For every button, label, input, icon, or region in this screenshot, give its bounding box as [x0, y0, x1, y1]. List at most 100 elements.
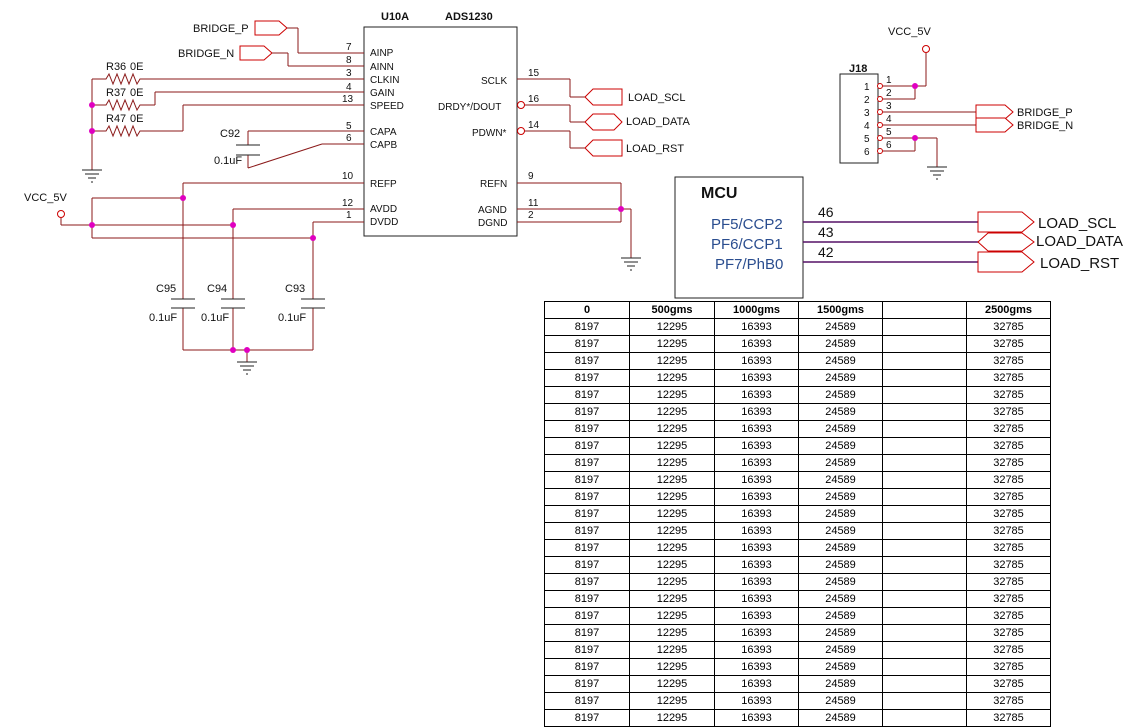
table-cell: 32785 [966, 352, 1051, 370]
table-cell: 32785 [966, 539, 1051, 557]
table-cell: 32785 [966, 403, 1051, 421]
table-cell: 16393 [714, 539, 799, 557]
table-cell: 16393 [714, 505, 799, 523]
table-cell [882, 658, 967, 676]
table-cell: 32785 [966, 335, 1051, 353]
capacitor-ref: C93 [285, 283, 305, 295]
mcu-body [674, 176, 804, 299]
junction-dot-icon [89, 222, 95, 228]
adc-chip: U10A ADS1230 7 AINP 8 AINN 3 CLKIN 4 GAI… [145, 11, 641, 271]
connector-pin-num: 6 [886, 140, 892, 151]
net-label-load-rst: LOAD_RST [626, 143, 684, 155]
table-cell: 24589 [798, 420, 883, 438]
junction-dot-icon [618, 206, 624, 212]
table-cell [882, 641, 967, 659]
table-cell: 8197 [544, 692, 630, 710]
mcu-net-label: LOAD_DATA [1036, 233, 1123, 250]
table-cell: 12295 [629, 692, 715, 710]
adc-pin-num: 5 [346, 121, 352, 132]
adc-pin-num: 6 [346, 133, 352, 144]
table-cell [882, 624, 967, 642]
table-cell: 8197 [544, 573, 630, 591]
junction-dot-icon [180, 195, 186, 201]
table-cell: 12295 [629, 352, 715, 370]
adc-output-ports: LOAD_SCL LOAD_DATA LOAD_RST [584, 88, 690, 157]
adc-pin-name: AINN [370, 62, 394, 73]
table-cell: 24589 [798, 318, 883, 336]
adc-pin-name: DGND [478, 218, 507, 229]
net-port-icon [977, 232, 1035, 252]
table-cell: 8197 [544, 624, 630, 642]
table-cell: 32785 [966, 386, 1051, 404]
table-cell: 12295 [629, 709, 715, 727]
adc-pin-num: 7 [346, 42, 352, 53]
connector-pin-num: 4 [886, 114, 892, 125]
resistor-ref: R47 [106, 113, 126, 125]
table-cell [882, 420, 967, 438]
table-cell: 32785 [966, 471, 1051, 489]
adc-pin-name: DRDY*/DOUT [438, 102, 501, 113]
adc-pin-num: 13 [342, 94, 354, 105]
capacitor-value: 0.1uF [278, 312, 306, 324]
mcu-net-label: LOAD_SCL [1038, 215, 1116, 232]
table-cell [882, 454, 967, 472]
table-cell: 12295 [629, 573, 715, 591]
table-cell: 12295 [629, 556, 715, 574]
table-cell: 32785 [966, 318, 1051, 336]
table-cell: 16393 [714, 352, 799, 370]
table-cell: 8197 [544, 658, 630, 676]
table-cell: 24589 [798, 403, 883, 421]
resistor-ref: R37 [106, 87, 126, 99]
table-cell: 8197 [544, 386, 630, 404]
table-cell [882, 386, 967, 404]
resistor-ref: R36 [106, 61, 126, 73]
table-cell: 8197 [544, 335, 630, 353]
table-cell [882, 505, 967, 523]
table-cell: 24589 [798, 692, 883, 710]
connector-pin-num: 2 [886, 88, 892, 99]
mcu-pin-num: 42 [818, 244, 834, 260]
ground-symbol-icon [237, 361, 257, 375]
power-terminal-icon [57, 210, 65, 218]
net-label-bridge-n: BRIDGE_N [1017, 120, 1073, 132]
table-cell: 16393 [714, 573, 799, 591]
table-cell: 12295 [629, 454, 715, 472]
net-label-bridge-p: BRIDGE_P [193, 23, 249, 35]
table-cell: 16393 [714, 403, 799, 421]
junction-dot-icon [244, 347, 250, 353]
adc-ref: U10A [381, 11, 409, 23]
bridge-input-ports: BRIDGE_P BRIDGE_N [178, 20, 299, 66]
connector-pin-num: 5 [864, 134, 870, 145]
table-cell: 16393 [714, 590, 799, 608]
net-port-icon [584, 139, 623, 157]
table-header-row: 0 500gms 1000gms 1500gms 2500gms [544, 301, 1051, 319]
table-cell [882, 556, 967, 574]
column-header [882, 301, 967, 319]
table-cell: 16393 [714, 471, 799, 489]
connector-pin-num: 1 [886, 75, 892, 86]
table-cell: 8197 [544, 403, 630, 421]
adc-pin-num: 8 [346, 55, 352, 66]
adc-pin-name: DVDD [370, 217, 398, 228]
table-cell: 32785 [966, 522, 1051, 540]
adc-pin-num: 9 [528, 171, 534, 182]
adc-pin-num: 10 [342, 171, 354, 182]
adc-pin-num: 12 [342, 198, 354, 209]
adc-pin-num: 2 [528, 210, 534, 221]
table-cell: 8197 [544, 539, 630, 557]
capacitor-ref: C92 [220, 128, 240, 140]
adc-pin-name: CLKIN [370, 75, 399, 86]
table-cell: 12295 [629, 488, 715, 506]
table-cell [882, 437, 967, 455]
connector-pin-num: 6 [864, 147, 870, 158]
table-cell: 12295 [629, 420, 715, 438]
